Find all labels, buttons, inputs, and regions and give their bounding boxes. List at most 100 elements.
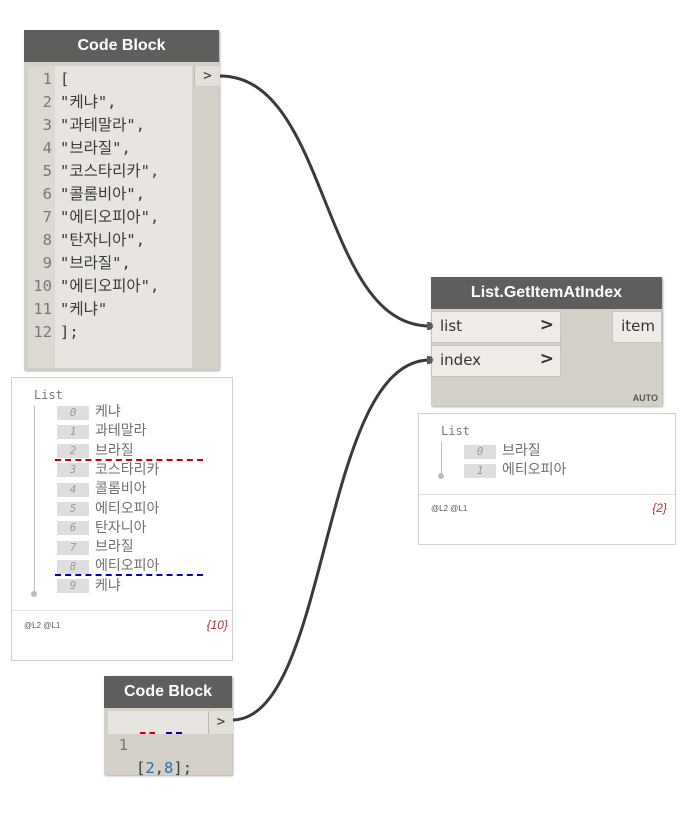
line-number: 1 [118,736,128,754]
port-connector-list [427,322,433,330]
line-number: 1 [42,70,52,88]
list-item-index: 6 [57,521,89,536]
wire-code-to-list [219,74,431,328]
code-text: "케냐", [60,93,117,111]
index-value-a: 2 [145,759,155,777]
list-item-index: 0 [57,405,89,420]
preview-separator [419,494,675,495]
list-item-index: 1 [57,424,89,439]
output-port-item[interactable]: item [612,311,662,343]
code-bracket-open: [ [136,759,146,777]
list-item-index: 5 [57,502,89,516]
list-item-value: 코스타리카 [95,461,160,478]
list-item-value: 에티오피아 [95,558,160,575]
code-block-node[interactable]: Code Block 1[2"케냐",3"과테말라",4"브라질",5"코스타리… [24,30,220,370]
code-line: 11 "케냐" [28,298,192,321]
list-item-index: 1 [464,463,496,478]
blue-highlight-underline [55,574,203,576]
port-connector-index [427,356,433,364]
blue-highlight-underline [166,732,182,734]
get-item-at-index-node[interactable]: List.GetItemAtIndex list > index > item … [431,277,662,406]
line-number: 12 [33,323,52,341]
code-editor[interactable]: 1[2"케냐",3"과테말라",4"브라질",5"코스타리카",6"콜롬비아",… [28,66,192,368]
code-bracket-close: ]; [173,759,193,777]
preview-separator [12,610,232,611]
code-text: ]; [60,323,79,341]
line-number: 2 [42,93,52,111]
list-item: 1 에티오피아 [464,460,566,479]
preview-count: {2} [652,501,667,515]
line-number: 9 [42,254,52,272]
chevron-right-icon: > [539,315,554,335]
wire-index-to-index [231,358,431,722]
node-title: Code Block [24,30,219,62]
list-item-value: 브라질 [95,442,134,459]
code-block-node[interactable]: Code Block 1 [2,8]; > [104,676,233,777]
chevron-right-icon: > [539,349,554,369]
code-comma: , [154,759,165,777]
list-item-value: 에티오피아 [502,462,567,479]
code-line: 10 "에티오피아", [28,275,192,298]
list-item-index: 9 [57,579,89,594]
input-port-list[interactable]: list > [431,311,561,343]
preview-tree-end [438,473,444,479]
list-item-index: 2 [57,444,89,459]
line-number: 11 [33,300,52,318]
code-text: "코스타리카", [60,162,160,180]
code-text: "과테말라", [60,116,146,134]
list-item-value: 브라질 [502,443,541,459]
line-number: 7 [42,208,52,226]
list-item-index: 3 [57,463,89,478]
preview-list-title: List [34,388,63,402]
preview-list-title: List [441,424,470,438]
code-line: 2 "케냐", [28,91,192,114]
list-item-value: 과테말라 [95,423,147,440]
list-item-value: 케냐 [95,404,121,420]
line-number: 6 [42,185,52,203]
preview-tree-line [441,442,442,476]
input-port-label: index [440,351,482,369]
line-number: 8 [42,231,52,249]
input-port-index[interactable]: index > [431,345,561,377]
line-number: 3 [42,116,52,134]
list-item-value: 콜롬비아 [95,481,147,498]
red-highlight-underline [140,732,155,734]
code-line: 9"브라질", [28,252,192,275]
preview-tree-line [34,406,35,594]
code-text: "브라질", [60,139,131,157]
code-text: "케냐" [60,300,108,318]
line-number: 5 [42,162,52,180]
code-line: 12]; [28,321,192,344]
code-text: "탄자니아", [60,231,146,249]
list-item-value: 브라질 [95,539,134,556]
line-gutter [28,66,55,368]
preview-count: {10} [206,618,228,632]
list-item: 3 코스타리카 [57,460,159,479]
line-number: 4 [42,139,52,157]
code-line: 4 "브라질", [28,137,192,160]
code-editor[interactable]: 1 [2,8]; [108,711,208,777]
output-port[interactable]: > [194,66,220,86]
output-port[interactable]: > [208,711,233,734]
code-text: "에티오피아", [60,208,160,226]
code-line: 1[ [28,68,192,91]
code-line: 3 "과테말라", [28,114,192,137]
list-item-index: 7 [57,540,89,555]
node-title: Code Block [104,676,232,708]
line-number: 10 [33,277,52,295]
code-line: 7 "에티오피아", [28,206,192,229]
list-item-index: 4 [57,482,89,497]
code-text: [ [60,70,70,88]
red-highlight-underline [55,459,203,461]
lacing-indicator[interactable]: AUTO [632,393,658,403]
code-text: "에티오피아", [60,277,160,295]
index-value-b: 8 [164,759,174,777]
preview-tree-end [31,591,37,597]
output-port-label: item [621,317,655,335]
